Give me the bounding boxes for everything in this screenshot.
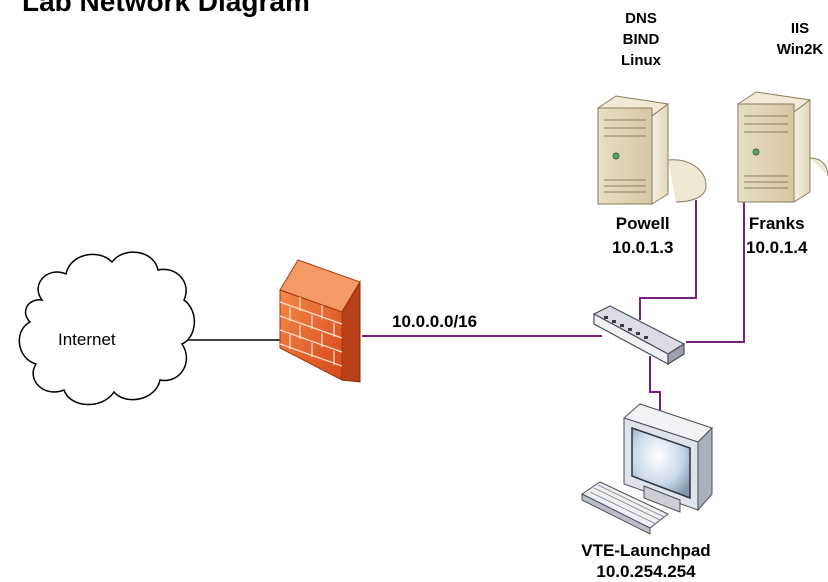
franks-os-label: IIS Win2K (770, 18, 828, 60)
firewall-icon (279, 259, 361, 383)
powell-os-line-3: Linux (621, 52, 661, 69)
powell-os-line-1: DNS (625, 10, 657, 27)
subnet-label: 10.0.0.0/16 (392, 312, 478, 331)
workstation-name: VTE-Launchpad (581, 541, 711, 560)
franks-os-line-1: IIS (790, 20, 810, 37)
powell-name: Powell (615, 214, 670, 233)
franks-ip: 10.0.1.4 (746, 238, 808, 257)
switch-franks-link (686, 200, 745, 343)
network-switch-icon (592, 305, 686, 366)
powell-server-icon (596, 95, 707, 205)
connections (178, 200, 745, 420)
franks-server-icon (736, 91, 828, 203)
switch-powell-link (639, 200, 697, 320)
franks-server-label: Franks 10.0.1.4 (746, 212, 807, 260)
workstation-icon (581, 403, 713, 535)
workstation-ip: 10.0.254.254 (596, 562, 696, 581)
franks-os-line-2: Win2K (776, 41, 824, 58)
powell-server-label: Powell 10.0.1.3 (612, 212, 673, 260)
internet-cloud-icon (18, 251, 195, 406)
internet-label: Internet (58, 330, 116, 349)
workstation-label: VTE-Launchpad 10.0.254.254 (556, 540, 736, 582)
powell-os-line-2: BIND (622, 31, 660, 48)
diagram-title: Lab Network Diagram (22, 0, 310, 17)
franks-name: Franks (748, 214, 805, 233)
powell-os-label: DNS BIND Linux (606, 8, 676, 71)
switch-workstation-link (649, 356, 661, 420)
powell-ip: 10.0.1.3 (612, 238, 674, 257)
